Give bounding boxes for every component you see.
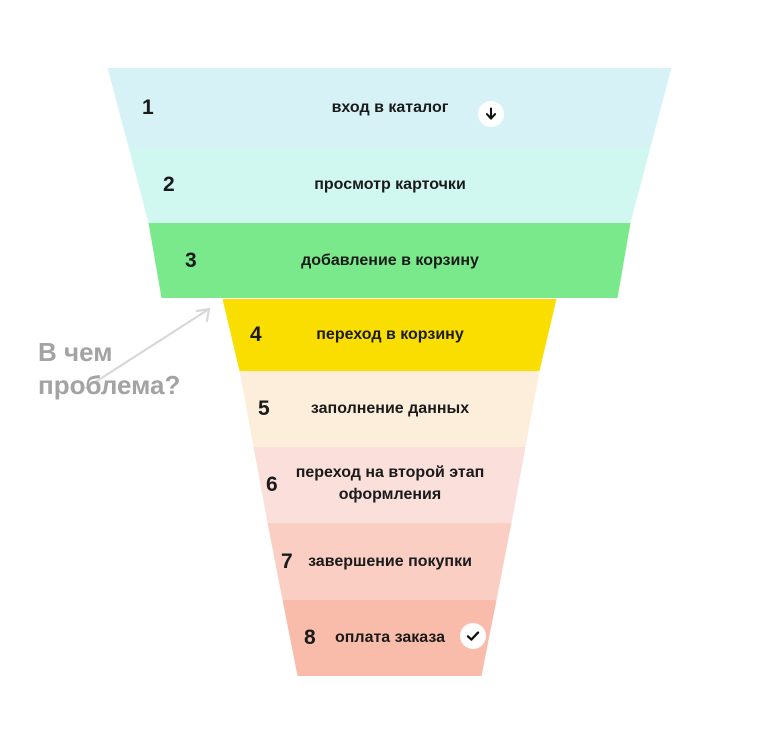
funnel-stage-band-2[interactable] (128, 147, 651, 223)
stage-number-8: 8 (304, 626, 316, 649)
funnel-stage-band-8[interactable] (282, 600, 497, 676)
stage-number-1: 1 (142, 95, 154, 119)
check-icon[interactable] (460, 623, 486, 649)
problem-annotation: В чем проблема? (38, 337, 181, 400)
funnel-stage-band-7[interactable] (267, 523, 512, 600)
stage-number-2: 2 (163, 173, 175, 196)
funnel-stage-band-3[interactable] (148, 223, 631, 298)
stage-label-3: добавление в корзину (301, 251, 479, 269)
stage-label-6: переход на второй этап оформления (295, 464, 485, 503)
stage-label-4: переход в корзину (316, 326, 464, 343)
problem-arrow-head (195, 307, 211, 323)
stage-number-7: 7 (281, 549, 293, 573)
stage-label-5: заполнение данных (310, 400, 470, 417)
problem-arrow-line (84, 307, 211, 390)
stage-number-4: 4 (250, 323, 262, 346)
funnel-stage-band-6[interactable] (253, 447, 526, 523)
stage-label-1: вход в каталог (331, 98, 449, 116)
stage-label-7: завершение покупки (308, 552, 472, 570)
stage-label-2: просмотр карточки (314, 176, 466, 193)
funnel-stage-band-1[interactable] (107, 68, 672, 147)
funnel-stage-band-4[interactable] (222, 299, 557, 371)
stage-number-5: 5 (258, 397, 270, 420)
stage-number-6: 6 (266, 473, 278, 496)
stage-label-8: оплата заказа (334, 629, 446, 646)
stage-number-3: 3 (185, 248, 197, 272)
problem-arrow (84, 307, 211, 390)
arrow-down-icon[interactable] (478, 101, 504, 127)
funnel-stage-band-5[interactable] (239, 371, 540, 447)
